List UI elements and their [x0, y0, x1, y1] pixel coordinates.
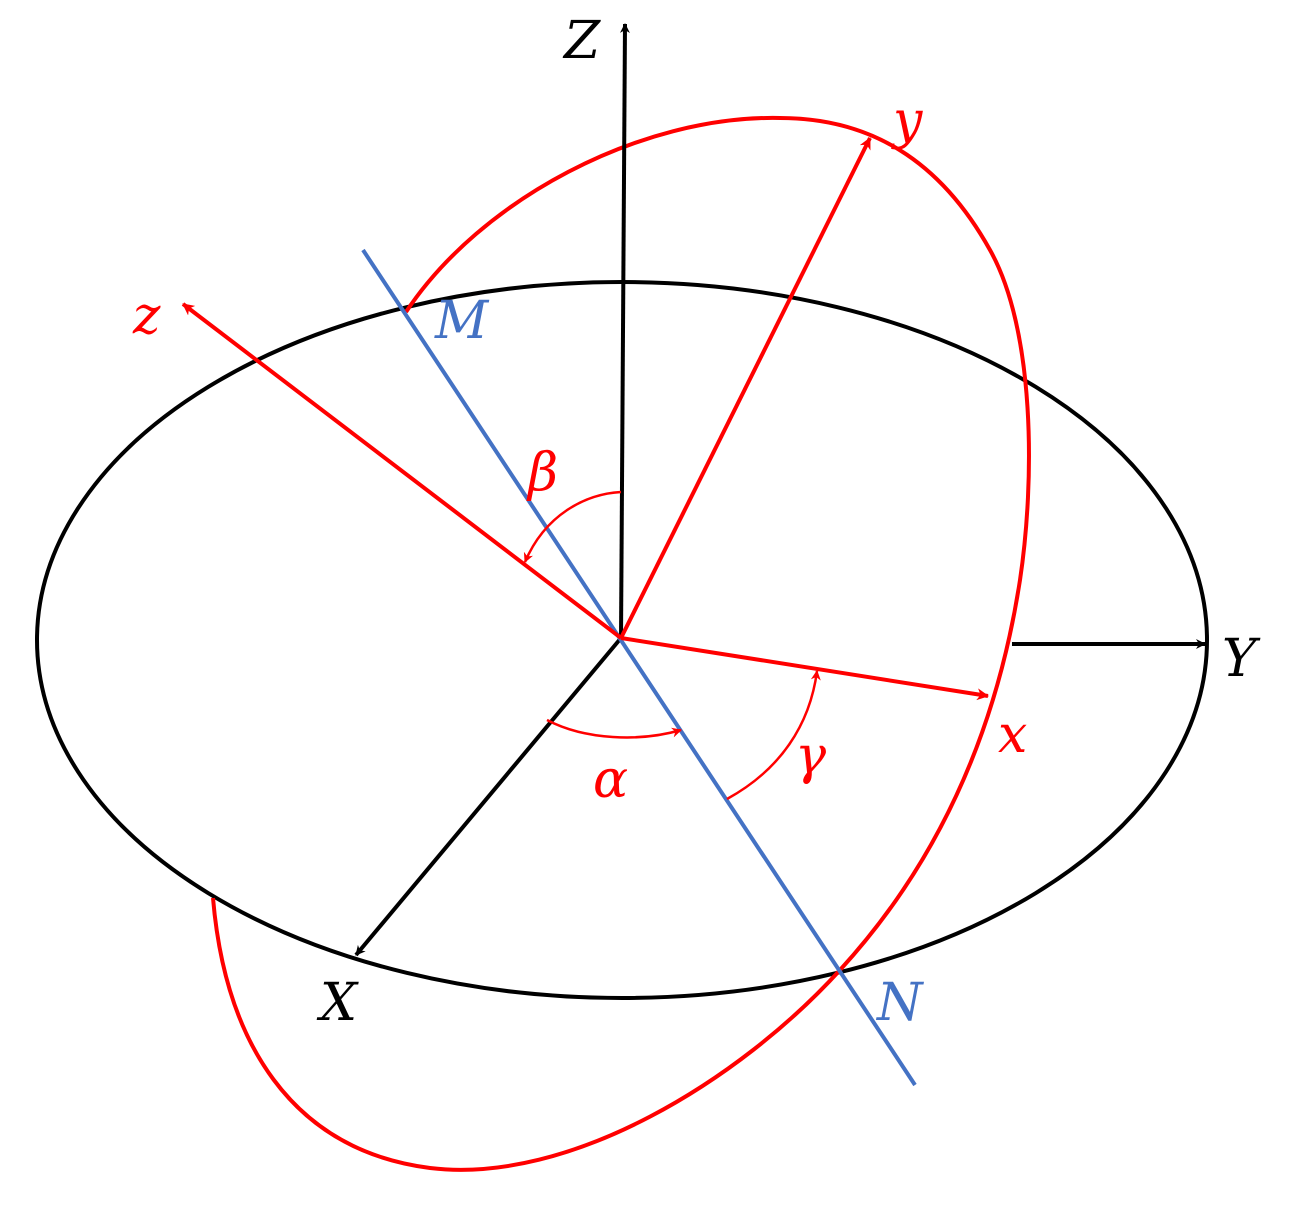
M-node-label: M [434, 291, 490, 351]
beta-arc [523, 490, 622, 563]
gamma-label: γ [795, 726, 827, 786]
y-axis-rotated-label: y [891, 91, 923, 151]
beta-label: β [526, 443, 558, 503]
gamma-arc [726, 670, 821, 801]
alpha-label: α [593, 750, 628, 810]
alpha-arc [546, 718, 682, 739]
Y-axis-label: Y [1222, 629, 1261, 689]
z-axis-rotated-label: z [132, 286, 161, 346]
X-axis [354, 636, 623, 957]
x-axis-rotated [620, 636, 989, 701]
N-node-label: N [875, 973, 924, 1033]
X-axis-label: X [316, 973, 359, 1033]
line-of-nodes [361, 248, 917, 1087]
rotated-plane-circle [211, 115, 1031, 1172]
Z-axis [619, 23, 630, 639]
y-axis-rotated [619, 137, 872, 639]
x-axis-rotated-label: x [998, 705, 1027, 765]
Z-axis-label: Z [562, 11, 601, 71]
z-axis-rotated [181, 302, 623, 640]
